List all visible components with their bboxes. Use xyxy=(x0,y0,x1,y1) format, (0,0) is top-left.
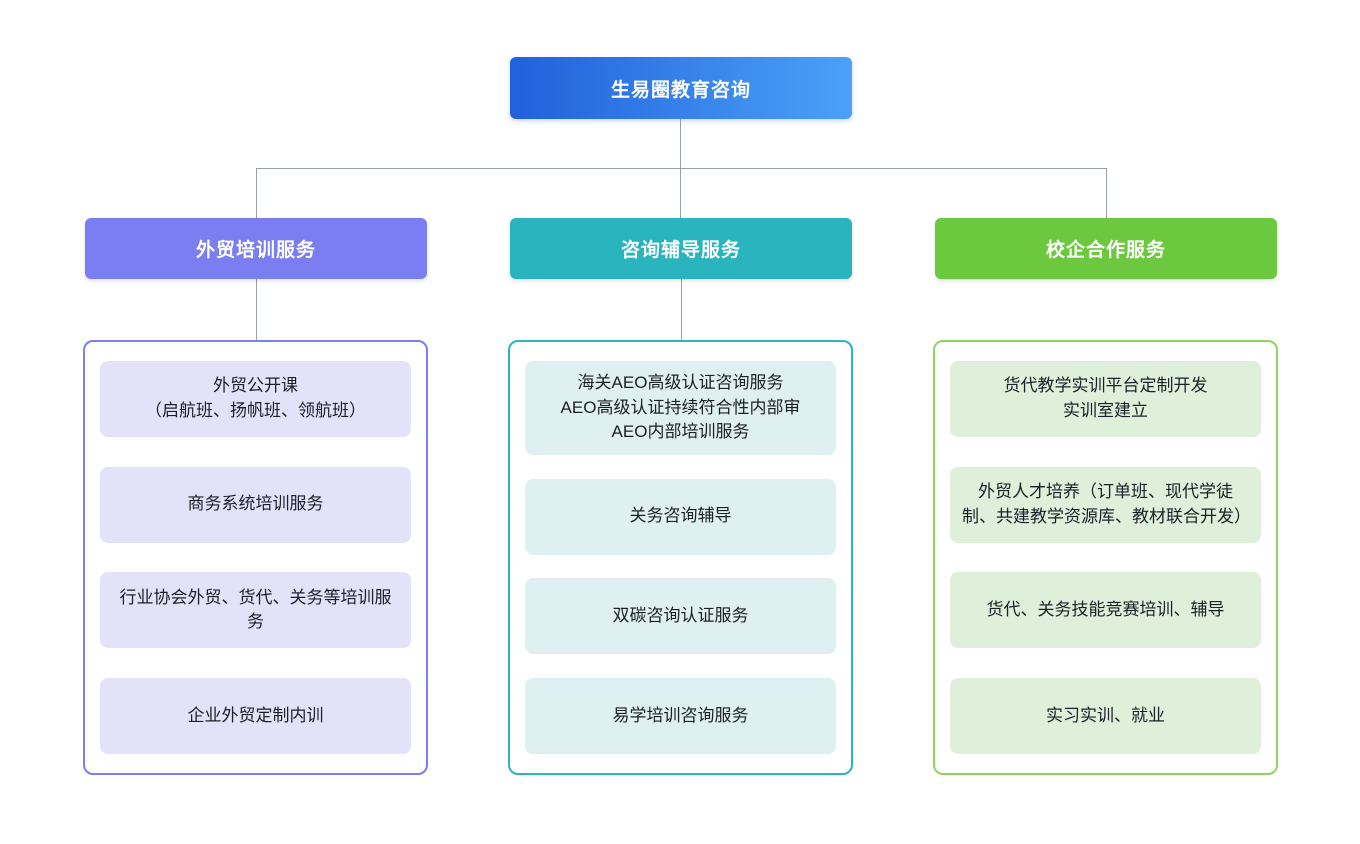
leaf-label: 企业外贸定制内训 xyxy=(187,705,324,725)
branch-label: 校企合作服务 xyxy=(1045,240,1166,261)
branch-header-school-enterprise: 校企合作服务 xyxy=(935,218,1277,279)
leaf-node: 货代、关务技能竞赛培训、辅导 xyxy=(950,572,1261,649)
leaf-label: 易学培训咨询服务 xyxy=(612,705,749,725)
branch-group-school-enterprise: 货代教学实训平台定制开发 实训室建立 外贸人才培养（订单班、现代学徒制、共建教学… xyxy=(933,340,1278,775)
leaf-label: 外贸人才培养（订单班、现代学徒制、共建教学资源库、教材联合开发） xyxy=(962,482,1251,526)
leaf-label: 双碳咨询认证服务 xyxy=(612,605,749,625)
leaf-node: 商务系统培训服务 xyxy=(100,466,411,543)
root-label: 生易圈教育咨询 xyxy=(610,79,751,101)
connector-branch-2-group xyxy=(681,279,682,340)
leaf-node: 易学培训咨询服务 xyxy=(525,677,836,754)
leaf-node: 双碳咨询认证服务 xyxy=(525,578,836,655)
branch-header-consulting-coaching: 咨询辅导服务 xyxy=(510,218,852,279)
connector-drop-branch-1 xyxy=(256,168,257,218)
connector-drop-branch-3 xyxy=(1106,168,1107,218)
leaf-label: 海关AEO高级认证咨询服务 AEO高级认证持续符合性内部审 AEO内部培训服务 xyxy=(560,373,801,442)
branch-group-foreign-trade-training: 外贸公开课 （启航班、扬帆班、领航班） 商务系统培训服务 行业协会外贸、货代、关… xyxy=(83,340,428,775)
leaf-node: 货代教学实训平台定制开发 实训室建立 xyxy=(950,361,1261,437)
root-node: 生易圈教育咨询 xyxy=(510,57,852,119)
branch-label: 咨询辅导服务 xyxy=(620,240,741,261)
leaf-node: 外贸人才培养（订单班、现代学徒制、共建教学资源库、教材联合开发） xyxy=(950,466,1261,543)
leaf-node: 关务咨询辅导 xyxy=(525,478,836,555)
connector-horizontal xyxy=(256,168,1107,169)
connector-root-stem xyxy=(680,119,681,168)
leaf-label: 实习实训、就业 xyxy=(1046,705,1165,725)
leaf-label: 外贸公开课 （启航班、扬帆班、领航班） xyxy=(145,376,366,420)
branch-label: 外贸培训服务 xyxy=(195,240,316,261)
leaf-label: 货代、关务技能竞赛培训、辅导 xyxy=(986,599,1225,619)
connector-branch-1-group xyxy=(256,279,257,340)
leaf-label: 关务咨询辅导 xyxy=(629,506,732,526)
leaf-node: 行业协会外贸、货代、关务等培训服务 xyxy=(100,572,411,649)
leaf-node: 外贸公开课 （启航班、扬帆班、领航班） xyxy=(100,361,411,437)
leaf-label: 货代教学实训平台定制开发 实训室建立 xyxy=(1003,376,1208,420)
leaf-label: 商务系统培训服务 xyxy=(187,494,324,514)
leaf-label: 行业协会外贸、货代、关务等培训服务 xyxy=(119,587,392,632)
branch-group-consulting-coaching: 海关AEO高级认证咨询服务 AEO高级认证持续符合性内部审 AEO内部培训服务 … xyxy=(508,340,853,775)
leaf-node: 实习实训、就业 xyxy=(950,677,1261,754)
connector-drop-branch-2 xyxy=(680,168,681,218)
leaf-node: 海关AEO高级认证咨询服务 AEO高级认证持续符合性内部审 AEO内部培训服务 xyxy=(525,361,836,455)
leaf-node: 企业外贸定制内训 xyxy=(100,677,411,754)
branch-header-foreign-trade-training: 外贸培训服务 xyxy=(85,218,427,279)
